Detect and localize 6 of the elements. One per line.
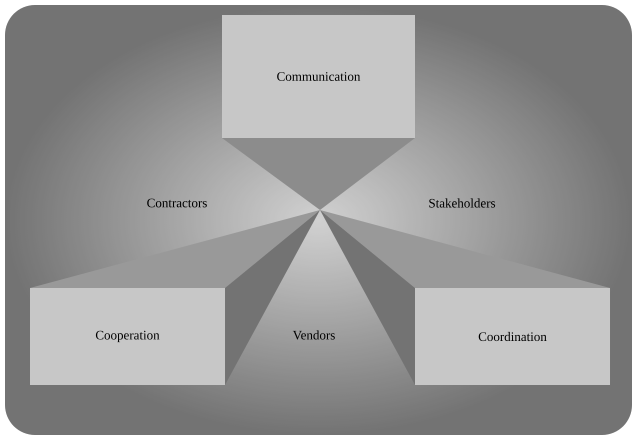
text-box: Coordination [415, 288, 610, 385]
text-box: Cooperation [30, 288, 225, 385]
group-label: Contractors [147, 198, 207, 208]
text-box: Communication [222, 15, 415, 138]
group-label: Stakeholders [429, 198, 496, 208]
group-label: Vendors [292, 330, 335, 340]
